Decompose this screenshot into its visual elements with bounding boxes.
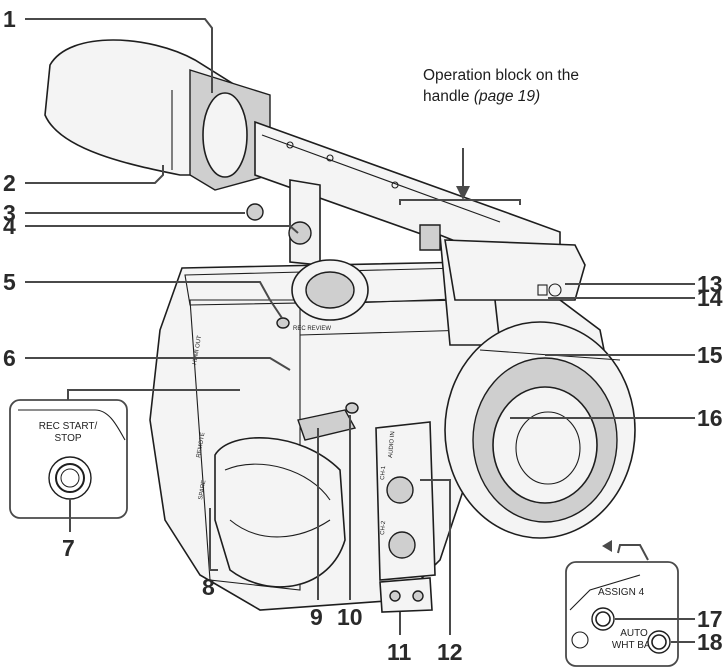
auto-wht-bal-button — [651, 634, 667, 650]
ch1-label: CH-1 — [380, 465, 387, 480]
handle-operation-block-caption: Operation block on the handle (page 19) — [423, 65, 663, 107]
callout-number: 5 — [3, 269, 16, 295]
callout-number: 1 — [3, 6, 16, 32]
callout-number: 10 — [337, 604, 363, 630]
callout-number: 9 — [310, 604, 323, 630]
callout-number: 17 — [697, 606, 723, 632]
lens — [444, 321, 636, 539]
assign-4-label: ASSIGN 4 — [598, 587, 645, 598]
audio-in-label: AUDIO IN — [388, 431, 396, 458]
caption-line2: handle (page 19) — [423, 86, 663, 107]
rec-start-stop-label-line1: REC START/ — [39, 421, 98, 432]
callout-number: 6 — [3, 345, 16, 371]
callout-number: 11 — [387, 639, 412, 665]
callout-number: 7 — [62, 535, 75, 561]
callout-number: 3 — [3, 200, 16, 226]
page-reference: (page 19) — [473, 88, 541, 105]
mic-holder-knob — [246, 203, 264, 221]
grip — [214, 437, 346, 588]
callout-number: 13 — [697, 271, 723, 297]
camera-illustration: AUDIO IN CH-1 CH-2 REC REVIEW HDMI OUT R… — [44, 39, 636, 613]
callout-number: 8 — [202, 574, 215, 600]
ch2-label: CH-2 — [380, 520, 387, 535]
rec-review-label: REC REVIEW — [293, 326, 331, 332]
callout-number: 16 — [697, 405, 723, 431]
callout-numbers: 1 2 3 4 5 6 7 8 9 10 11 12 13 14 15 16 1… — [3, 6, 723, 665]
rec-start-stop-label-line2: STOP — [54, 433, 81, 444]
assign-4-button — [595, 611, 611, 627]
remote-label: REMOTE — [196, 432, 206, 458]
awb-label-line1: AUTO — [620, 628, 648, 639]
caption-handle-text: handle — [423, 88, 470, 105]
callout-number: 4 — [3, 213, 16, 239]
inset-assign-awb: ASSIGN 4 AUTO WHT BAL — [565, 561, 679, 667]
callout-number: 2 — [3, 170, 16, 196]
leader-lines — [25, 18, 695, 643]
callout-number: 18 — [697, 629, 723, 655]
inset-rec-start-stop: REC START/ STOP — [9, 399, 128, 519]
caption-line1: Operation block on the — [423, 67, 579, 84]
spare-label: SPARE — [198, 480, 207, 501]
audio-panel: AUDIO IN CH-1 CH-2 — [375, 421, 436, 581]
awb-label-line2: WHT BAL — [612, 640, 657, 651]
callout-number: 12 — [437, 639, 463, 665]
hdmi-out-label: HDMI OUT — [192, 335, 203, 366]
callout-number: 14 — [697, 285, 723, 311]
callout-number: 15 — [697, 342, 723, 368]
